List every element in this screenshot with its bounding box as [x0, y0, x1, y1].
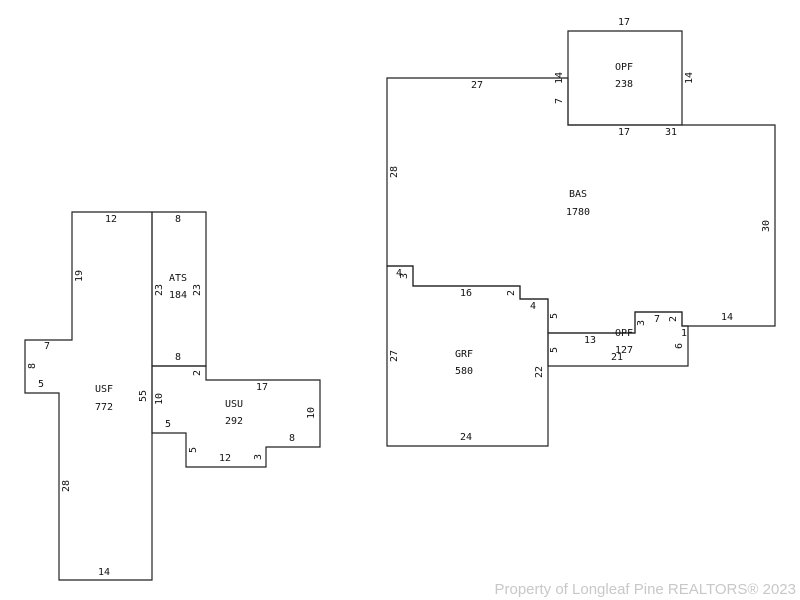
dim: 28 [389, 166, 400, 178]
grf-outline [386, 265, 549, 447]
opf-low-outline [547, 311, 689, 367]
usf-outline [24, 211, 153, 581]
dim: 17 [618, 17, 630, 28]
dim: 14 [721, 312, 733, 323]
dim: 19 [74, 270, 85, 282]
usu-code: USU [225, 399, 243, 410]
opf-low-sqft: 127 [615, 345, 633, 356]
opf-top-outline [567, 30, 683, 126]
bas-sqft: 1780 [566, 207, 590, 218]
watermark: Property of Longleaf Pine REALTORS® 2023 [494, 581, 796, 598]
dim: 7 [554, 98, 565, 104]
dim: 8 [289, 433, 295, 444]
grf-sqft: 580 [455, 366, 473, 377]
dim: 17 [256, 382, 268, 393]
dim: 3 [399, 273, 410, 279]
dim: 4 [530, 301, 536, 312]
usf-code: USF [95, 384, 113, 395]
bas-code: BAS [569, 189, 587, 200]
dim: 6 [674, 343, 685, 349]
dim: 8 [175, 214, 181, 225]
dim: 55 [138, 390, 149, 402]
dim: 8 [27, 363, 38, 369]
opf-low-code: OPF [615, 328, 633, 339]
bas-outline [386, 77, 776, 334]
dim: 14 [684, 72, 695, 84]
dim: 31 [665, 127, 677, 138]
dim: 21 [611, 352, 623, 363]
ats-sqft: 184 [169, 290, 187, 301]
dim: 1 [681, 328, 687, 339]
dim: 5 [549, 313, 560, 319]
dim: 10 [306, 407, 317, 419]
grf-code: GRF [455, 349, 473, 360]
dim: 14 [98, 567, 110, 578]
usu-sqft: 292 [225, 416, 243, 427]
dim: 5 [165, 419, 171, 430]
dim: 3 [636, 320, 647, 326]
dim: 22 [534, 366, 545, 378]
dim: 4 [396, 268, 402, 279]
dim: 10 [154, 393, 165, 405]
usu-outline [151, 365, 321, 468]
dim: 8 [175, 352, 181, 363]
opf-top-code: OPF [615, 62, 633, 73]
dim: 13 [584, 335, 596, 346]
dim: 12 [219, 453, 231, 464]
dim: 5 [549, 347, 560, 353]
dim: 28 [61, 480, 72, 492]
dim: 2 [668, 316, 679, 322]
dim: 3 [253, 454, 264, 460]
dim: 30 [761, 220, 772, 232]
dim: 23 [154, 284, 165, 296]
dim: 14 [554, 72, 565, 84]
usf-sqft: 772 [95, 402, 113, 413]
opf-top-sqft: 238 [615, 79, 633, 90]
dim: 16 [460, 288, 472, 299]
dim: 5 [188, 447, 199, 453]
dim: 7 [44, 341, 50, 352]
dim: 12 [105, 214, 117, 225]
ats-code: ATS [169, 273, 187, 284]
dim: 5 [38, 379, 44, 390]
dim: 27 [389, 350, 400, 362]
dim: 17 [618, 127, 630, 138]
dim: 23 [192, 284, 203, 296]
dim: 24 [460, 432, 472, 443]
dim: 7 [654, 314, 660, 325]
dim: 27 [471, 80, 483, 91]
dim: 2 [192, 370, 203, 376]
dim: 2 [506, 290, 517, 296]
